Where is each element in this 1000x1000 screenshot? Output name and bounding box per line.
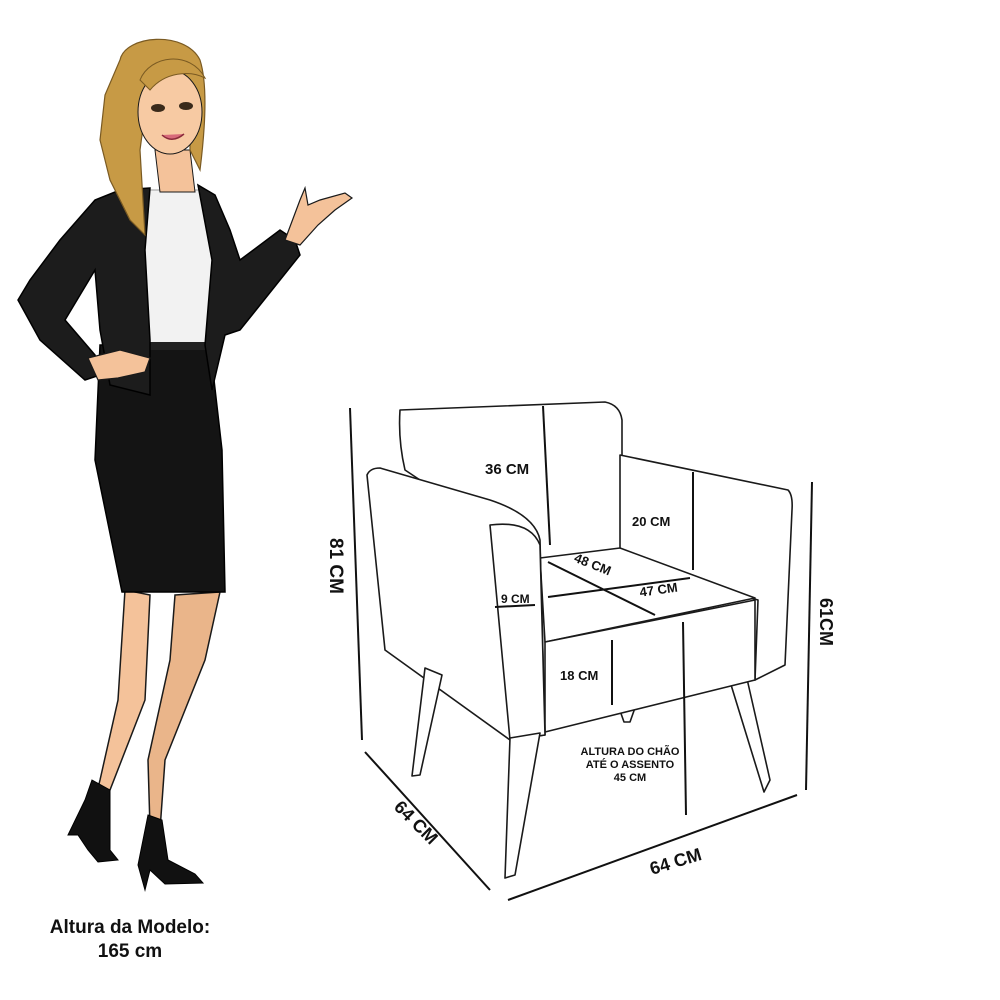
model-left-shoe (67, 779, 119, 863)
chair-right-arm (619, 454, 793, 681)
model-neck (154, 149, 196, 193)
label-width: 64 CM (647, 844, 704, 879)
label-cushion-thickness: 9 CM (501, 592, 530, 606)
label-depth: 64 CM (390, 797, 442, 849)
model-belt (148, 342, 206, 350)
chair-front-leg-left (411, 667, 443, 777)
dim-line-back-height (542, 405, 551, 546)
model-eye-left (151, 104, 165, 112)
model-caption-line2: 165 cm (97, 941, 163, 962)
model-right-shoe (137, 814, 205, 892)
dim-line-width (507, 794, 798, 901)
label-backrest-height: 36 CM (485, 461, 529, 478)
chair-front-base (544, 599, 756, 733)
dim-line-seat-depth (547, 577, 691, 598)
label-base-height: 18 CM (560, 668, 598, 683)
label-floor-note-line1: ALTURA DO CHÃO (581, 745, 680, 758)
dim-line-seat-width (547, 561, 656, 616)
model-hand-raised (284, 185, 354, 246)
model-right-leg (147, 591, 221, 831)
label-floor-note-line3: 45 CM (614, 772, 646, 784)
chair-front-leg-right (504, 732, 541, 879)
label-arm-height-inner: 20 CM (632, 514, 670, 529)
label-total-height: 81 CM (325, 538, 346, 594)
label-seat-depth: 47 CM (639, 580, 679, 600)
dim-line-floor-to-seat (682, 621, 687, 816)
model-mouth (161, 133, 185, 140)
label-arm-height-outer: 61CM (816, 598, 836, 646)
model-jacket-right (196, 183, 301, 391)
model-jacket-left (17, 187, 151, 396)
model-hair-fringe (139, 58, 207, 91)
dim-line-depth (364, 751, 491, 891)
dimension-lines (349, 405, 813, 901)
chair-back-leg-right (727, 669, 771, 793)
model-figure (17, 38, 354, 892)
model-hand-hip (87, 349, 151, 381)
model-left-leg (93, 589, 151, 802)
model-height-caption: Altura da Modelo: 165 cm (10, 916, 250, 964)
dim-line-cushion (494, 604, 536, 608)
chair-left-arm-front-face (489, 523, 546, 741)
dim-line-arm-height (805, 481, 813, 791)
armchair-drawing (366, 401, 793, 879)
label-floor-note-line2: ATÉ O ASSENTO (586, 758, 675, 771)
model-caption-line1: Altura da Modelo: (49, 917, 211, 938)
dim-line-total-height (349, 407, 363, 741)
model-eye-right (179, 102, 193, 110)
chair-seat (539, 547, 756, 643)
